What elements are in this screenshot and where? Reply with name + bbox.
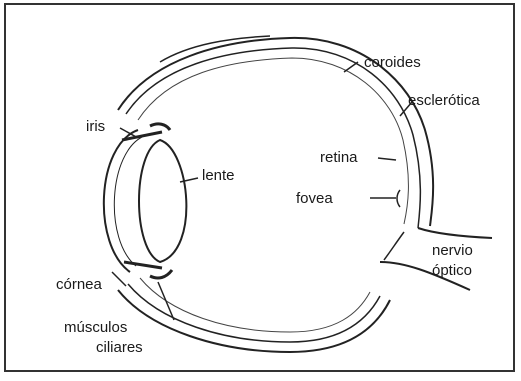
label-lente: lente <box>202 167 235 184</box>
label-coroides: coroides <box>364 54 421 71</box>
label-musculos-line1: músculos <box>64 319 127 336</box>
choroid-outline-lower <box>128 284 380 342</box>
retina-outline-lower <box>140 278 370 332</box>
fovea-mark <box>397 190 400 207</box>
optic-nerve-upper-edge <box>418 228 492 238</box>
label-esclerotica: esclerótica <box>408 92 480 109</box>
iris-lower <box>124 262 162 268</box>
retina-outline-upper <box>138 58 408 224</box>
label-fovea: fovea <box>296 190 333 207</box>
ciliary-muscle-lower <box>150 270 172 278</box>
retina-leader <box>378 158 396 160</box>
optic-nerve-inner <box>384 232 404 260</box>
choroid-outline-upper <box>126 48 420 228</box>
cornea-outline <box>104 130 138 272</box>
label-musculos-line2: ciliares <box>96 339 143 356</box>
label-cornea: córnea <box>56 276 103 293</box>
lens-outline <box>139 140 186 262</box>
coroides-leader <box>344 62 358 72</box>
sclera-outline-lower <box>118 290 390 352</box>
label-nervio-line2: óptico <box>432 262 472 279</box>
figure-border <box>5 4 514 371</box>
iris-leader <box>120 128 138 138</box>
label-iris: iris <box>86 118 105 135</box>
label-retina: retina <box>320 149 358 166</box>
cornea-leader <box>112 272 126 286</box>
ciliary-muscle-upper <box>150 124 170 130</box>
label-nervio-line1: nervio <box>432 242 473 259</box>
